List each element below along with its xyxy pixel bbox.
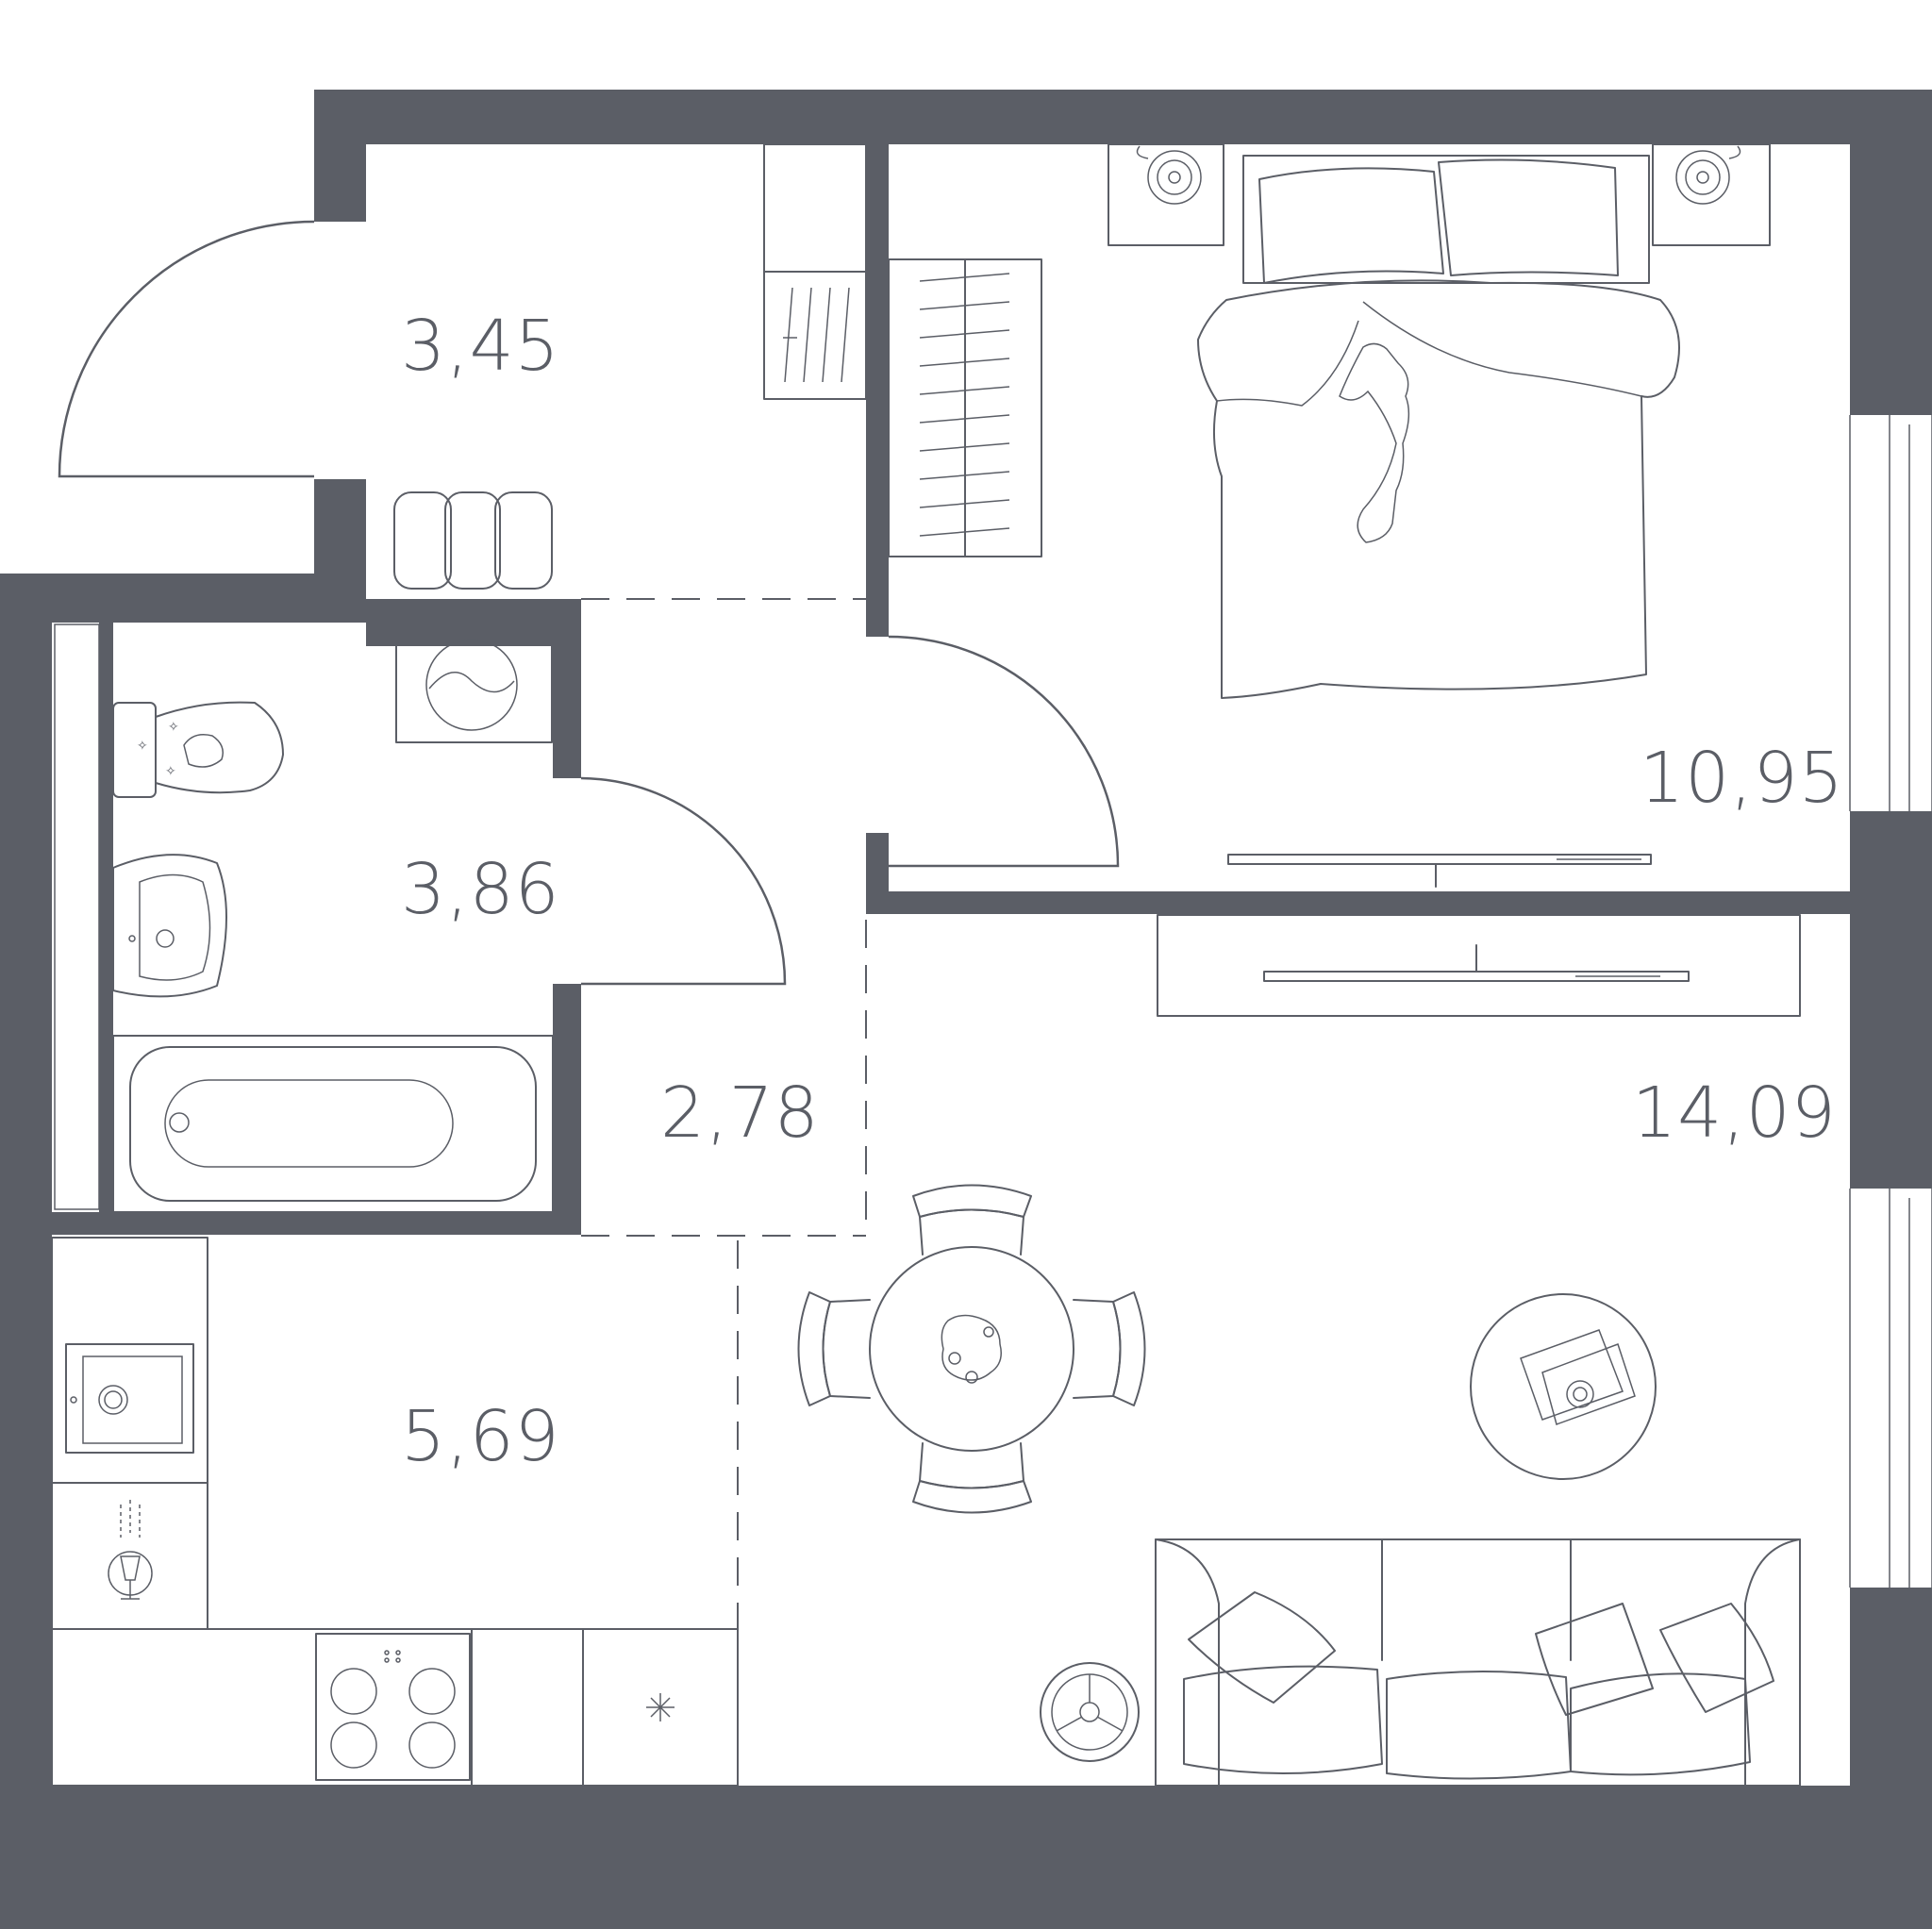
doors xyxy=(58,220,1120,986)
kitchen-furniture xyxy=(51,1237,739,1787)
wall-wardrobe-partition xyxy=(866,144,889,637)
dining-set xyxy=(797,1184,1146,1514)
wall-left-top-ledge xyxy=(0,574,366,599)
washing-machine xyxy=(395,626,553,743)
windows xyxy=(52,415,1932,1588)
coffee-table xyxy=(1470,1293,1657,1480)
area-labels: 3,45 3,86 2,78 5,69 10,95 14,09 xyxy=(401,306,1844,1477)
area-label-living-room: 14,09 xyxy=(1632,1073,1837,1154)
shaft-window xyxy=(52,623,99,1212)
bathtub xyxy=(112,1035,554,1213)
wall-right-mid xyxy=(1850,811,1932,1189)
tv-bedroom xyxy=(1227,854,1652,888)
hallway-furniture xyxy=(393,143,867,590)
wall-bath-bottom xyxy=(52,1212,581,1235)
bedroom-furniture xyxy=(1108,143,1771,888)
zone-borders xyxy=(581,598,867,1786)
wall-top xyxy=(314,90,1855,144)
svg-text:✧: ✧ xyxy=(165,764,176,779)
wall-right-bottom xyxy=(1850,1588,1932,1929)
kitchen-faucet xyxy=(108,1500,153,1600)
wall-top-left-stub xyxy=(314,90,366,222)
area-label-bathroom: 3,86 xyxy=(401,849,560,930)
area-label-bedroom: 10,95 xyxy=(1640,738,1844,819)
sink xyxy=(112,854,227,998)
bathroom-door xyxy=(580,776,787,986)
hallway-pouf xyxy=(393,491,553,590)
svg-text:✧: ✧ xyxy=(168,720,179,735)
sofa xyxy=(1155,1538,1801,1787)
toilet: ✧ ✧ ✧ xyxy=(112,701,284,798)
wall-bath-right-lower xyxy=(553,984,581,1235)
nightstand-left xyxy=(1108,143,1224,246)
nightstand-right xyxy=(1652,143,1771,246)
bathroom-fixtures: ✧ ✧ ✧ xyxy=(112,626,554,1213)
svg-text:✧: ✧ xyxy=(137,739,148,754)
wall-right-top xyxy=(1850,90,1932,415)
area-label-hallway: 3,45 xyxy=(401,306,560,387)
living-furniture xyxy=(797,914,1801,1787)
wall-left xyxy=(0,574,52,1929)
wall-bottom xyxy=(0,1786,1932,1929)
wardrobe xyxy=(888,258,1042,557)
area-label-corridor: 2,78 xyxy=(660,1073,820,1154)
bed xyxy=(1197,155,1680,699)
wall-bedroom-living xyxy=(866,891,1850,914)
floor-lamp xyxy=(1040,1662,1140,1762)
stove xyxy=(315,1633,471,1781)
area-label-kitchen: 5,69 xyxy=(401,1396,560,1477)
fridge-icon xyxy=(646,1693,675,1721)
tv-unit xyxy=(1157,914,1801,1017)
kitchen-sink xyxy=(65,1343,194,1454)
wall-bath-right-upper xyxy=(553,599,581,778)
wall-bath-inner-top xyxy=(366,599,581,646)
wall-hall-left-lower xyxy=(314,479,366,574)
walls xyxy=(0,90,1932,1929)
entrance-door xyxy=(58,220,315,478)
bedroom-door xyxy=(888,635,1120,868)
